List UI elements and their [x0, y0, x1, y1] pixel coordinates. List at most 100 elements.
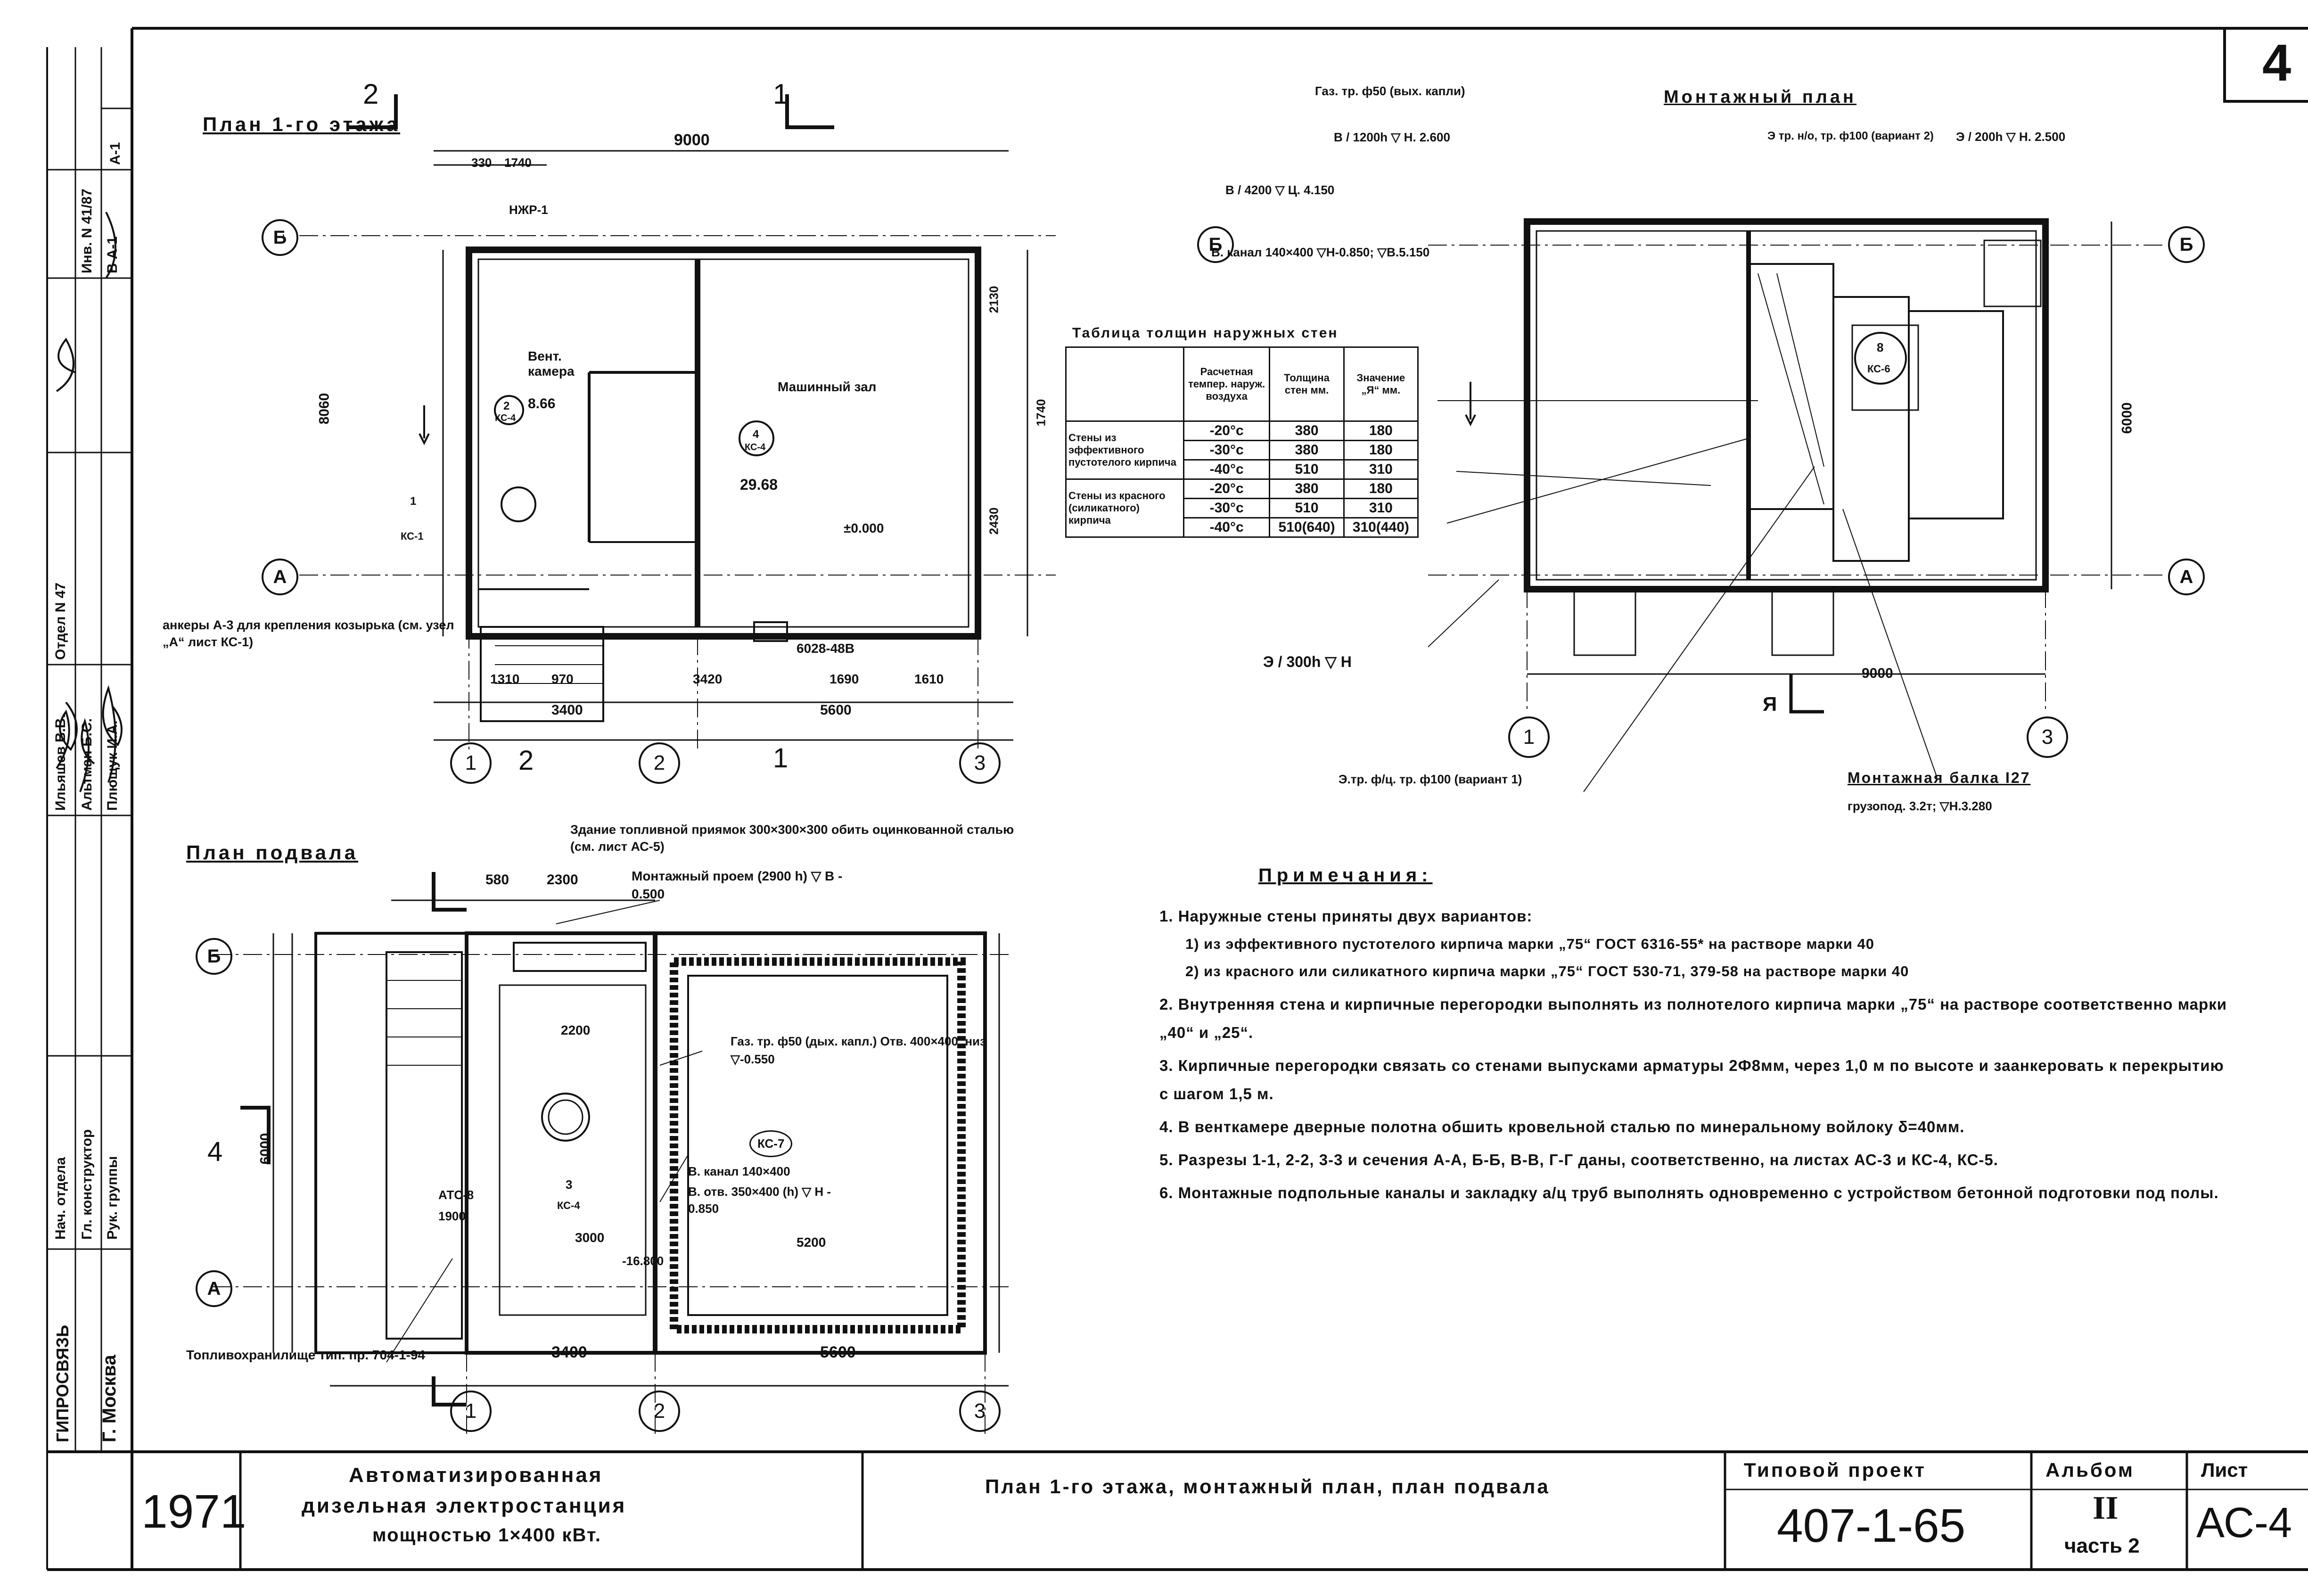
wall-table: Расчетная темпер. наруж. воздуха Толщина… — [1065, 346, 1419, 538]
ground-bottom-dim-2: 970 — [551, 672, 574, 686]
basement-ref3-num: 3 — [566, 1177, 573, 1192]
install-callout-5: Э / 300h ▽ Н — [1263, 653, 1352, 670]
install-callout-1: Газ. тр. ф50 (вых. капли) — [1315, 84, 1465, 98]
install-callout-8: Э / 200h ▽ Н. 2.500 — [1956, 130, 2066, 144]
ground-bottom-dim-1: 1310 — [490, 672, 520, 686]
title-object-1: Автоматизированная — [349, 1464, 603, 1487]
ground-bottom-span-2: 5600 — [820, 702, 852, 718]
ground-right-dim-1: 2130 — [986, 286, 1001, 313]
basement-axis-3: 3 — [959, 1390, 1001, 1432]
install-section-mark: Я — [1763, 693, 1777, 715]
note-item: 6. Монтажные подпольные каналы и закладк… — [1159, 1184, 2219, 1201]
wall-table-cell: 310(440) — [1343, 517, 1419, 538]
install-callout-2: В / 1200h ▽ Н. 2.600 — [1334, 130, 1450, 144]
basement-opening-note: Монтажный проем (2900 h) ▽ В - 0.500 — [632, 869, 843, 901]
ground-axis-1: 1 — [450, 742, 492, 784]
ground-axis-b: Б — [262, 219, 298, 256]
ground-bottom-dim-3: 3420 — [693, 672, 723, 686]
ground-floor-plan — [283, 94, 1056, 749]
ground-door-ref-num: 1 — [410, 495, 417, 508]
wall-table-cell: 510(640) — [1269, 517, 1345, 538]
basement-gas-note: Газ. тр. ф50 (дых. капл.) Отв. 400×400, … — [731, 1034, 986, 1066]
wall-table-cell: -20°с — [1183, 478, 1271, 499]
stamp-role-1: Нач. отдела — [53, 1157, 68, 1240]
install-axis-1: 1 — [1508, 716, 1550, 758]
basement-section-mark: 4 — [207, 1136, 223, 1167]
wall-table-cell: -30°с — [1183, 440, 1271, 461]
basement-dim-bottom-2: 5600 — [820, 1343, 856, 1361]
install-axis-a-right: А — [2168, 559, 2205, 595]
ground-level-label: ±0.000 — [844, 521, 884, 535]
ground-top-dim-1: 330 — [471, 156, 492, 170]
note-item: 2) из красного или силикатного кирпича м… — [1185, 963, 1909, 979]
title-project-number: 407-1-65 — [1777, 1499, 1966, 1552]
ground-axis-2: 2 — [639, 742, 680, 784]
basement-axis-a: А — [196, 1270, 232, 1307]
ground-plan-title: План 1-го этажа — [203, 113, 401, 135]
title-album-label: Альбом — [2045, 1459, 2135, 1481]
ground-room-main-name: Машинный зал — [778, 379, 877, 394]
note-item: 1) из эффективного пустотелого кирпича м… — [1185, 936, 1874, 952]
basement-dim-inner-3: 5200 — [797, 1235, 826, 1250]
basement-dim-top-2: 2300 — [547, 872, 578, 888]
ground-room-main-area: 29.68 — [740, 476, 778, 493]
wall-table-cell: 310 — [1343, 498, 1419, 518]
install-callout-7: Э тр. н/о, тр. ф100 (вариант 2) — [1767, 130, 1934, 142]
basement-dim-inner-4: 1900 — [438, 1209, 466, 1223]
ground-right-dim-3: 2430 — [986, 507, 1001, 535]
title-year: 1971 — [141, 1485, 246, 1538]
title-sheet-label: Лист — [2201, 1459, 2248, 1481]
ground-room-vent-ref: 2 — [503, 400, 510, 412]
basement-plan-title: План подвала — [186, 841, 359, 864]
wall-table-cell: 180 — [1343, 478, 1419, 499]
basement-axis-2: 2 — [639, 1390, 680, 1432]
wall-table-cell: 510 — [1269, 498, 1345, 518]
ground-axis-3: 3 — [959, 742, 1001, 784]
wall-table-cell: 380 — [1269, 478, 1345, 499]
basement-axis-1: 1 — [450, 1390, 492, 1432]
ground-total-width: 9000 — [674, 131, 710, 149]
wall-table-head-2: Толщина стен мм. — [1269, 346, 1345, 422]
ground-section-mark-1: 1 — [773, 78, 789, 110]
install-axis-b-right: Б — [2168, 226, 2205, 263]
basement-dim-top-1: 580 — [485, 872, 509, 888]
ground-room-main-sheet: КС-4 — [745, 442, 766, 452]
wall-table-group-1: Стены из эффективного пустотелого кирпич… — [1065, 420, 1184, 480]
wall-table-head-1: Расчетная темпер. наруж. воздуха — [1183, 346, 1271, 422]
ground-section-mark-2-bottom: 2 — [518, 745, 534, 776]
install-callout-3: В / 4200 ▽ Ц. 4.150 — [1225, 183, 1335, 197]
basement-channel-note: В. канал 140×400 — [688, 1164, 790, 1178]
ground-room-main-ref: 4 — [753, 428, 759, 441]
wall-table-head-3: Значение „Я“ мм. — [1343, 346, 1419, 422]
basement-hole-note: В. отв. 350×400 (h) ▽ Н - 0.850 — [688, 1185, 831, 1216]
install-plan-title: Монтажный план — [1664, 87, 1857, 107]
basement-height: 6000 — [257, 1133, 273, 1165]
basement-level: -16.800 — [622, 1254, 664, 1268]
ground-bottom-dim-5: 1610 — [914, 672, 944, 686]
basement-dim-inner-1: 2200 — [561, 1023, 591, 1037]
install-beam-spec: грузопод. 3.2т; ▽Н.3.280 — [1848, 799, 1992, 813]
signatures — [56, 212, 123, 792]
wall-table-cell: 180 — [1343, 440, 1419, 461]
ground-section-mark-1-bottom: 1 — [773, 743, 788, 773]
note-item: 5. Разрезы 1-1, 2-2, 3-3 и сечения А-А, … — [1159, 1151, 1998, 1168]
ground-axis-a: А — [262, 559, 298, 595]
basement-atc-label: АТС-8 — [438, 1188, 474, 1202]
install-callout-6: Э.тр. ф/ц. тр. ф100 (вариант 1) — [1339, 772, 1522, 786]
install-equip-ref-num: 8 — [1877, 340, 1884, 354]
sheet-corner-number: 4 — [2262, 34, 2292, 92]
ground-door-ref-sheet: КС-1 — [401, 530, 424, 542]
title-object-2: дизельная электростанция — [302, 1494, 627, 1517]
wall-table-group-2: Стены из красного (силикатного) кирпича — [1065, 478, 1184, 538]
ground-room-vent-area: 8.66 — [528, 396, 556, 411]
basement-fuel-store: Топливохранилище тип. пр. 704-1-94 — [186, 1348, 426, 1362]
install-equip-ref-sheet: КС-6 — [1867, 363, 1890, 375]
title-album-number: II — [2093, 1490, 2119, 1526]
basement-plan — [212, 872, 1013, 1438]
title-sheet-number: АС-4 — [2196, 1499, 2292, 1547]
notes-title: Примечания: — [1258, 865, 1433, 886]
install-callout-4: В. канал 140×400 ▽Н-0.850; ▽В.5.150 — [1211, 245, 1430, 259]
wall-table-cell: -40°с — [1183, 517, 1271, 538]
basement-dim-bottom-1: 3400 — [551, 1343, 587, 1361]
install-width: 9000 — [1862, 666, 1893, 681]
